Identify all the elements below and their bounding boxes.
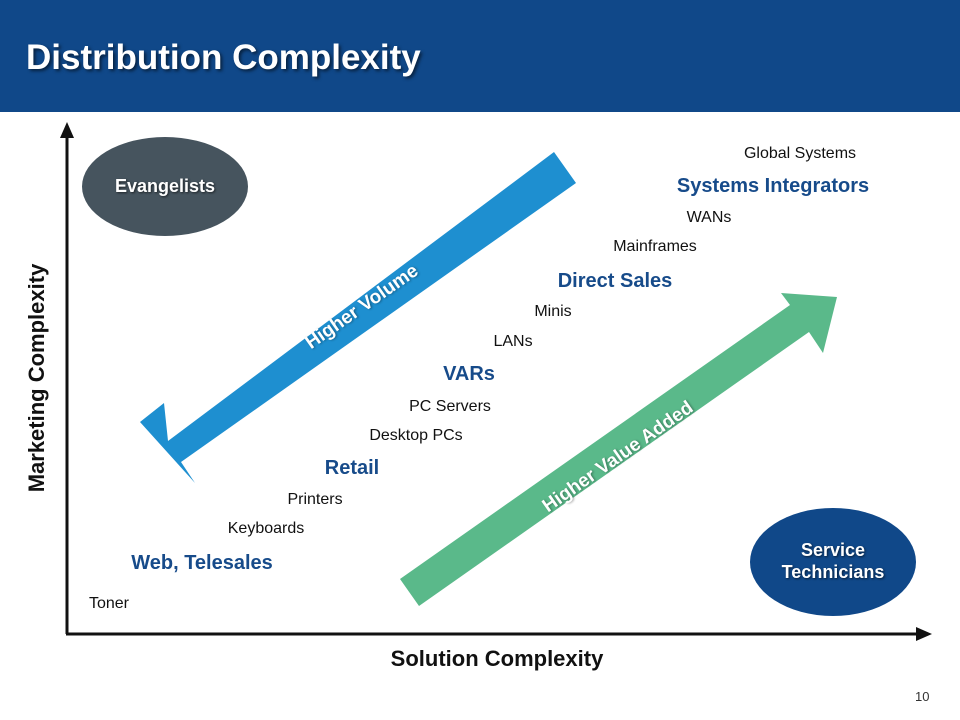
x-axis-arrowhead	[916, 627, 932, 641]
y-axis-arrowhead	[60, 122, 74, 138]
service-technicians-oval: Service Technicians	[750, 508, 916, 616]
higher-value-added-arrow	[400, 293, 837, 606]
category-systems-integrators: Systems Integrators	[676, 175, 870, 197]
category-web-telesales: Web, Telesales	[131, 552, 273, 574]
title-bar: Distribution Complexity	[0, 0, 960, 112]
label-global-systems: Global Systems	[743, 145, 857, 162]
category-direct-sales: Direct Sales	[557, 270, 673, 292]
x-axis-label: Solution Complexity	[390, 646, 604, 671]
label-mainframes: Mainframes	[613, 238, 697, 255]
evangelists-oval: Evangelists	[82, 137, 248, 236]
label-minis: Minis	[534, 303, 572, 320]
category-retail: Retail	[324, 457, 380, 479]
label-printers: Printers	[287, 491, 343, 508]
label-toner: Toner	[88, 595, 130, 612]
y-axis-label: Marketing Complexity	[24, 263, 49, 493]
label-wans: WANs	[686, 209, 732, 226]
evangelists-label: Evangelists	[114, 175, 216, 196]
label-pc-servers: PC Servers	[409, 398, 491, 415]
label-lans: LANs	[493, 333, 533, 350]
category-vars: VARs	[443, 363, 495, 385]
service-label-line1: Service	[800, 540, 866, 561]
higher-volume-arrow	[140, 152, 576, 483]
label-desktop-pcs: Desktop PCs	[369, 427, 463, 444]
service-label-line2: Technicians	[781, 562, 885, 582]
label-keyboards: Keyboards	[227, 520, 305, 537]
page-title: Distribution Complexity	[26, 38, 421, 77]
page-number: 10	[915, 689, 930, 704]
